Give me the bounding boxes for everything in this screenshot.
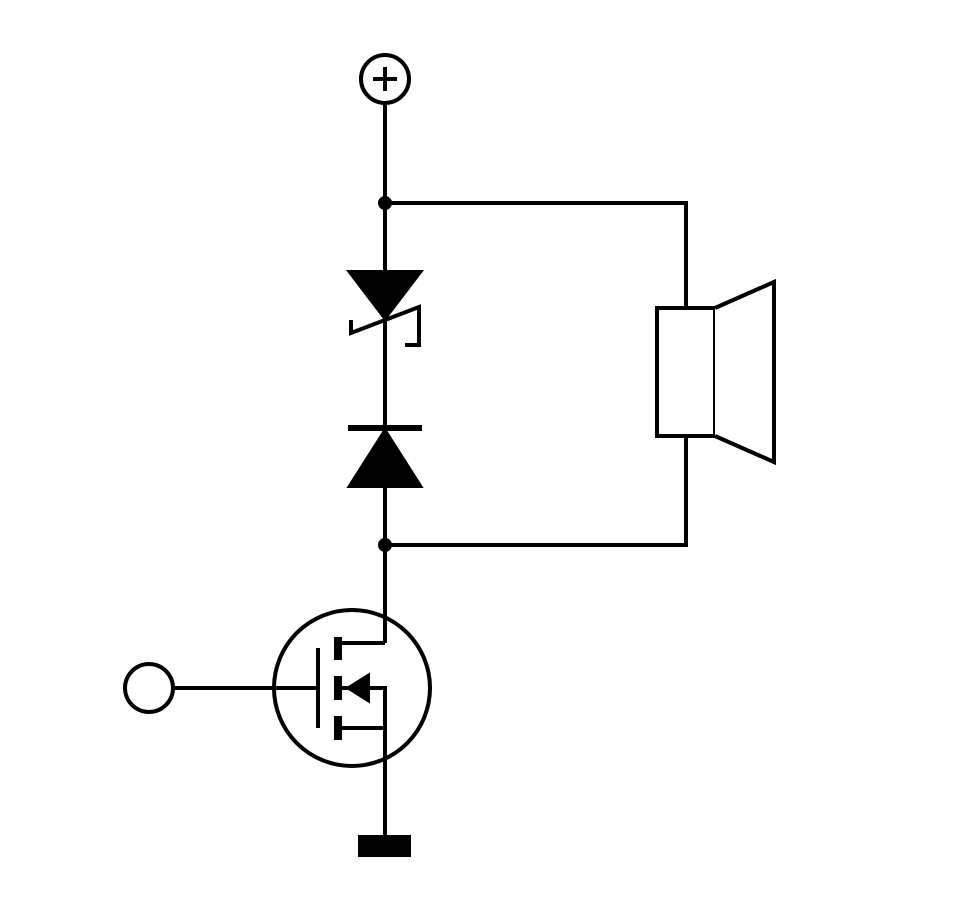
speaker-body bbox=[655, 306, 717, 438]
diode-triangle bbox=[346, 427, 424, 488]
zener-triangle bbox=[345, 270, 425, 322]
wire-speaker-to-bottom bbox=[385, 436, 688, 547]
junction-top bbox=[378, 196, 392, 210]
gate-input-terminal[interactable] bbox=[123, 662, 318, 714]
speaker bbox=[655, 278, 776, 466]
speaker-cone bbox=[714, 278, 776, 466]
zener-bar bbox=[349, 304, 421, 347]
junction-bottom bbox=[378, 538, 392, 552]
zener-diode bbox=[345, 270, 425, 347]
ground-symbol bbox=[358, 835, 411, 857]
diode bbox=[346, 425, 424, 488]
body-arrow bbox=[345, 672, 370, 704]
wire-top-to-speaker bbox=[385, 201, 688, 308]
